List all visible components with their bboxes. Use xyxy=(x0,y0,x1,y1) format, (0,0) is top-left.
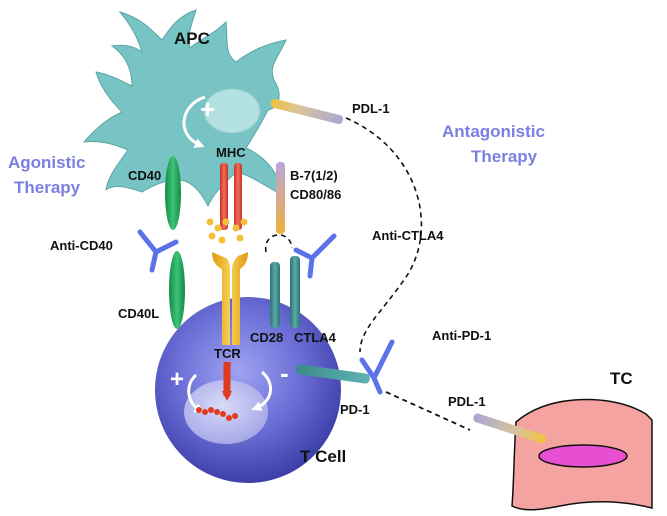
anti-ctla4-label: Anti-CTLA4 xyxy=(372,228,444,243)
mhc-label: MHC xyxy=(216,145,246,160)
apc-plus-sign: + xyxy=(200,94,215,124)
b7-ctla4-interaction-arc xyxy=(264,234,293,253)
cd28-label: CD28 xyxy=(250,330,283,345)
signal-arrow-right xyxy=(251,370,272,411)
cd40-label: CD40 xyxy=(128,168,161,183)
mhc-chain-left xyxy=(220,163,228,230)
ctla4-receptor xyxy=(290,256,300,328)
apc-nucleus xyxy=(203,88,261,134)
cd28-receptor xyxy=(270,262,280,328)
anti-pd1-label: Anti-PD-1 xyxy=(432,328,491,343)
ctla4-label: CTLA4 xyxy=(294,330,337,345)
signal-plus-sign: + xyxy=(170,366,184,393)
anti-cd40-label: Anti-CD40 xyxy=(50,238,113,253)
pdl1-receptor-tc xyxy=(473,413,547,444)
pd1-label: PD-1 xyxy=(340,402,370,417)
t-cell-nucleus xyxy=(184,380,268,444)
cd80-86-label: CD80/86 xyxy=(290,187,341,202)
tcr-receptor xyxy=(212,252,248,345)
peptide-dots xyxy=(206,218,248,244)
apc-label: APC xyxy=(174,29,210,48)
tc-label: TC xyxy=(610,369,633,388)
pdl1-apc-label: PDL-1 xyxy=(352,101,390,116)
anti-pd1-antibody xyxy=(359,339,395,395)
apc-activation-arrow xyxy=(182,95,206,148)
tcr-label: TCR xyxy=(214,346,241,361)
cd40l-receptor xyxy=(169,251,185,329)
cd40l-label: CD40L xyxy=(118,306,159,321)
cd40-receptor xyxy=(165,156,181,230)
signal-minus-sign: - xyxy=(280,358,289,388)
mhc-chain-right xyxy=(234,163,242,230)
t-cell-label: T Cell xyxy=(300,447,346,466)
b7-receptor xyxy=(276,162,285,234)
pdl1-apc-to-antibody-dashed xyxy=(345,117,423,353)
agonistic-therapy-line2: Therapy xyxy=(14,178,81,197)
anti-ctla4-antibody xyxy=(293,233,337,279)
antagonistic-therapy-line2: Therapy xyxy=(471,147,538,166)
pd1-receptor xyxy=(296,364,370,384)
b7-label: B-7(1/2) xyxy=(290,168,338,183)
tumor-nucleus xyxy=(538,444,628,468)
pd1-to-pdl1-tc-dashed xyxy=(385,391,471,431)
agonistic-therapy-line1: Agonistic xyxy=(8,153,85,172)
anti-cd40-antibody xyxy=(137,229,179,273)
pdl1-receptor-apc xyxy=(270,99,344,124)
pdl1-tc-label: PDL-1 xyxy=(448,394,486,409)
antagonistic-therapy-line1: Antagonistic xyxy=(442,122,545,141)
nuclear-signal-dots xyxy=(196,407,238,421)
